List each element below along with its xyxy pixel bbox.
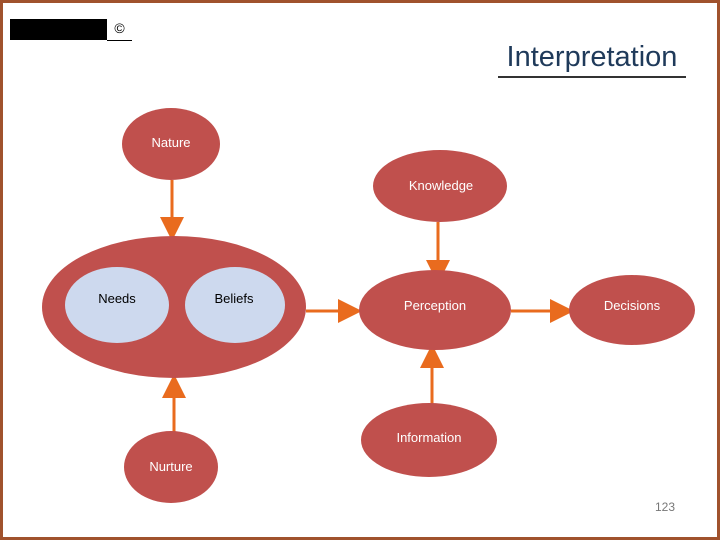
node-beliefs: [185, 267, 285, 343]
label-perception: Perception: [403, 298, 467, 313]
slide-title: Interpretation: [498, 40, 686, 78]
node-perception: [359, 270, 511, 350]
label-information: Information: [396, 430, 462, 445]
label-decisions: Decisions: [603, 298, 661, 313]
node-information: [361, 403, 497, 477]
label-nature: Nature: [151, 135, 191, 150]
logo-redacted-block: [10, 19, 107, 40]
label-nurture: Nurture: [149, 459, 193, 474]
node-nurture: [124, 431, 218, 503]
node-knowledge: [373, 150, 507, 222]
node-decisions: [569, 275, 695, 345]
label-knowledge: Knowledge: [408, 178, 474, 193]
node-needs: [65, 267, 169, 343]
label-beliefs: Beliefs: [214, 291, 254, 306]
label-needs: Needs: [98, 291, 136, 306]
copyright-symbol: ©: [107, 18, 132, 41]
page-number: 123: [654, 500, 676, 514]
node-nature: [122, 108, 220, 180]
